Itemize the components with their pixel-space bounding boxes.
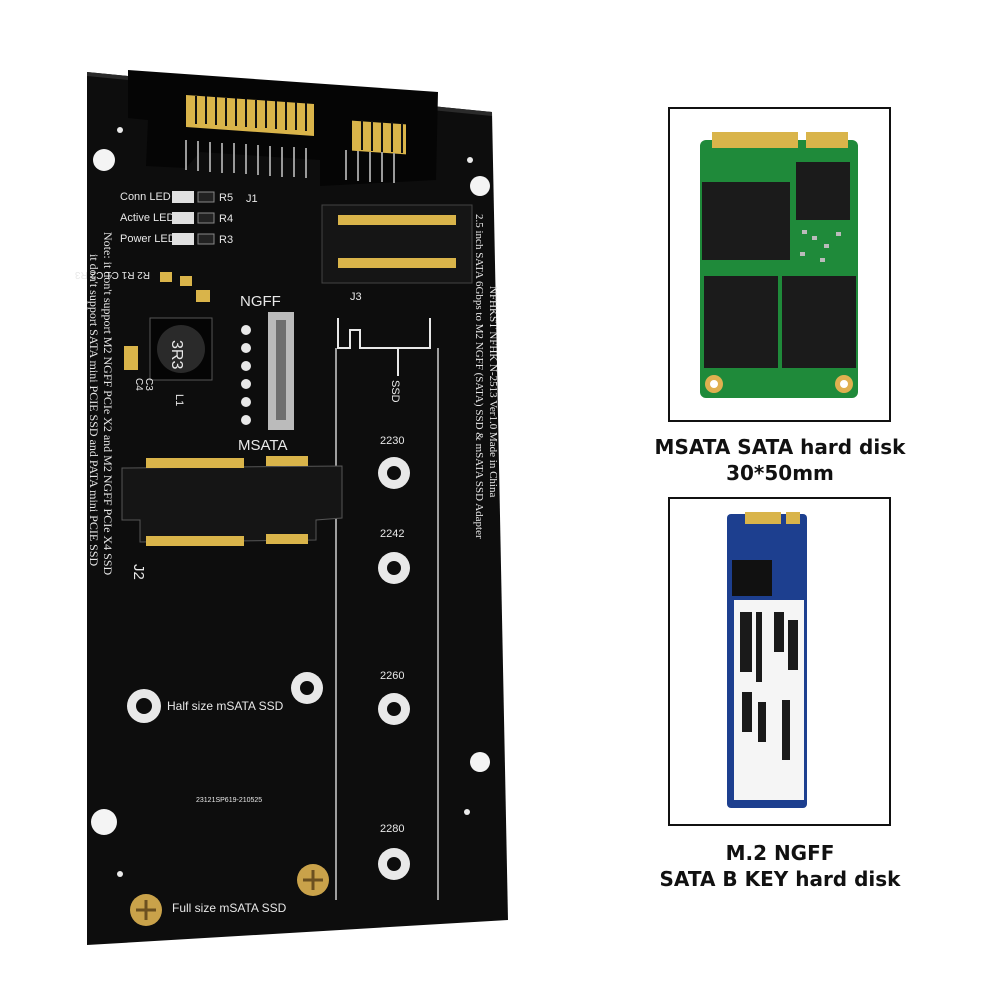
label-l1: L1: [173, 394, 185, 406]
power-components: R2 R1 C1 C2 R3 3R3 C3 C4 L1: [75, 269, 213, 406]
label-inductor: 3R3: [168, 340, 185, 369]
label-active-led: Active LED: [120, 212, 174, 224]
label-2280: 2280: [380, 823, 404, 835]
ngff-section: NGFF MSATA: [238, 293, 294, 454]
label-full-size: Full size mSATA SSD: [172, 901, 287, 915]
m2-slot-j3: J3 SSD: [321, 204, 473, 900]
msata-connector: [121, 465, 343, 543]
m2-caption-line1: M.2 NGFF: [725, 841, 835, 865]
label-half-size: Half size mSATA SSD: [167, 699, 284, 713]
m2-caption: M.2 NGFF SATA B KEY hard disk: [620, 840, 940, 892]
note-line-2: it don't support SATA mini PCIE SSD and …: [87, 254, 101, 567]
label-2230: 2230: [380, 435, 404, 447]
label-2242: 2242: [380, 528, 404, 540]
led-conn: [172, 191, 194, 203]
msata-caption-line1: MSATA SATA hard disk: [654, 435, 906, 459]
note-line-1: Note: it don't support M2 NGFF PCIe X2 a…: [101, 232, 115, 576]
label-j2: J2: [130, 564, 147, 580]
label-conn-led: Conn LED: [120, 191, 171, 203]
msata-slot-j2: J2: [121, 456, 343, 580]
label-ssd-arrow: SSD: [389, 380, 401, 403]
label-j3: J3: [350, 291, 362, 303]
label-c4: C4: [133, 378, 144, 391]
msata-holes: Half size mSATA SSD 23121SP619-210525 Fu…: [127, 672, 329, 926]
m2-card-photo: [668, 497, 891, 826]
label-r4: R4: [219, 213, 233, 225]
pcb-dots: [117, 127, 473, 877]
label-small-parts: R2 R1 C1 C2 R3: [75, 269, 150, 280]
label-r5: R5: [219, 192, 233, 204]
description-line-2: 2.5 inch SATA 6Gbps to M2 NGFF (SATA) SS…: [473, 214, 485, 539]
resistor-r5: [197, 191, 215, 203]
mounting-holes: [91, 149, 490, 835]
label-msata: MSATA: [238, 437, 287, 454]
label-ngff: NGFF: [240, 293, 281, 310]
m2-length-holes: 2230 2242 2260 2280: [378, 435, 410, 880]
msata-card-photo: [668, 107, 891, 422]
label-r3: R3: [219, 234, 233, 246]
label-serial: 23121SP619-210525: [196, 797, 262, 804]
label-power-led: Power LED: [120, 233, 176, 245]
resistor-r4: [197, 212, 215, 224]
label-2260: 2260: [380, 670, 404, 682]
msata-caption: MSATA SATA hard disk 30*50mm: [620, 434, 940, 486]
resistor-r3: [197, 233, 215, 245]
label-j1: J1: [246, 193, 258, 205]
label-c3: C3: [143, 378, 154, 391]
led-power: [172, 233, 194, 245]
msata-caption-line2: 30*50mm: [726, 461, 834, 485]
m2-caption-line2: SATA B KEY hard disk: [659, 867, 901, 891]
description-line-1: NFHKST NFHK N-2513 Ver1.0 Made in China: [487, 286, 499, 497]
led-active: [172, 212, 194, 224]
adapter-board: J1 Conn LED Active LED Power LED R5 R4 R…: [75, 70, 508, 945]
status-leds: Conn LED Active LED Power LED R5 R4 R3: [120, 191, 233, 246]
sata-connector-j1: [128, 70, 438, 186]
